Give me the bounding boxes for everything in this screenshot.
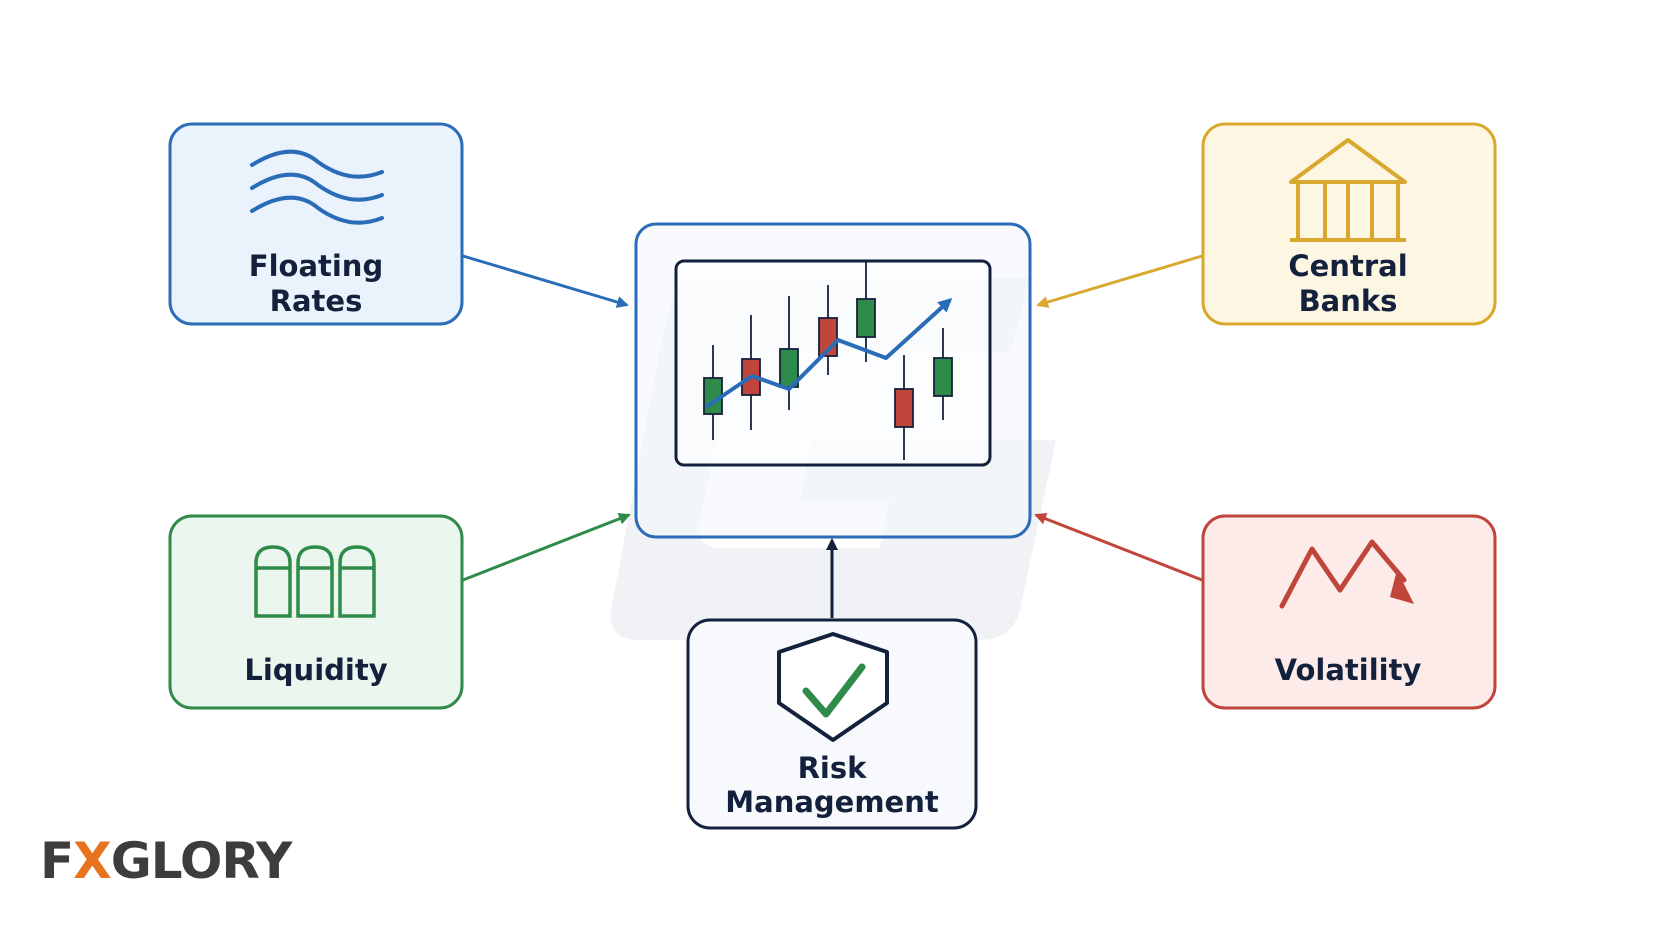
arrow-central-banks — [1036, 254, 1203, 308]
liquidity-label: Liquidity — [244, 653, 387, 687]
risk-management-label-line1: Risk — [798, 751, 868, 785]
central-banks-label-line2: Banks — [1299, 284, 1398, 318]
fxglory-logo: FXGLORY — [40, 832, 294, 890]
zigzag-down-arrow-icon — [1279, 539, 1414, 609]
trend-arrow-icon — [704, 297, 953, 409]
bank-building-icon — [1289, 138, 1407, 242]
arrow-floating-rates — [462, 254, 629, 308]
center-chart-panel — [634, 222, 1032, 539]
central-banks-label-line1: Central — [1288, 249, 1407, 283]
risk-management-label-line2: Management — [725, 785, 939, 819]
node-floating-rates: Floating Rates — [168, 122, 464, 326]
node-liquidity: Liquidity — [168, 514, 464, 710]
liquidity-tanks-icon — [254, 545, 376, 618]
volatility-label: Volatility — [1275, 653, 1422, 687]
logo-prefix: F — [40, 832, 73, 890]
logo-suffix: GLORY — [111, 832, 293, 890]
waves-icon — [250, 149, 384, 225]
shield-check-icon — [777, 632, 889, 742]
svg-text:FXGLORY: FXGLORY — [40, 832, 293, 890]
node-volatility: Volatility — [1201, 514, 1497, 710]
logo-mark: X — [73, 832, 111, 890]
arrow-volatility — [1034, 513, 1203, 582]
node-risk-management: Risk Management — [686, 618, 978, 830]
arrow-liquidity — [462, 513, 631, 582]
floating-rates-label-line1: Floating — [249, 249, 383, 283]
node-central-banks: Central Banks — [1201, 122, 1497, 326]
floating-rates-label-line2: Rates — [270, 284, 363, 318]
connectors — [462, 254, 1203, 618]
